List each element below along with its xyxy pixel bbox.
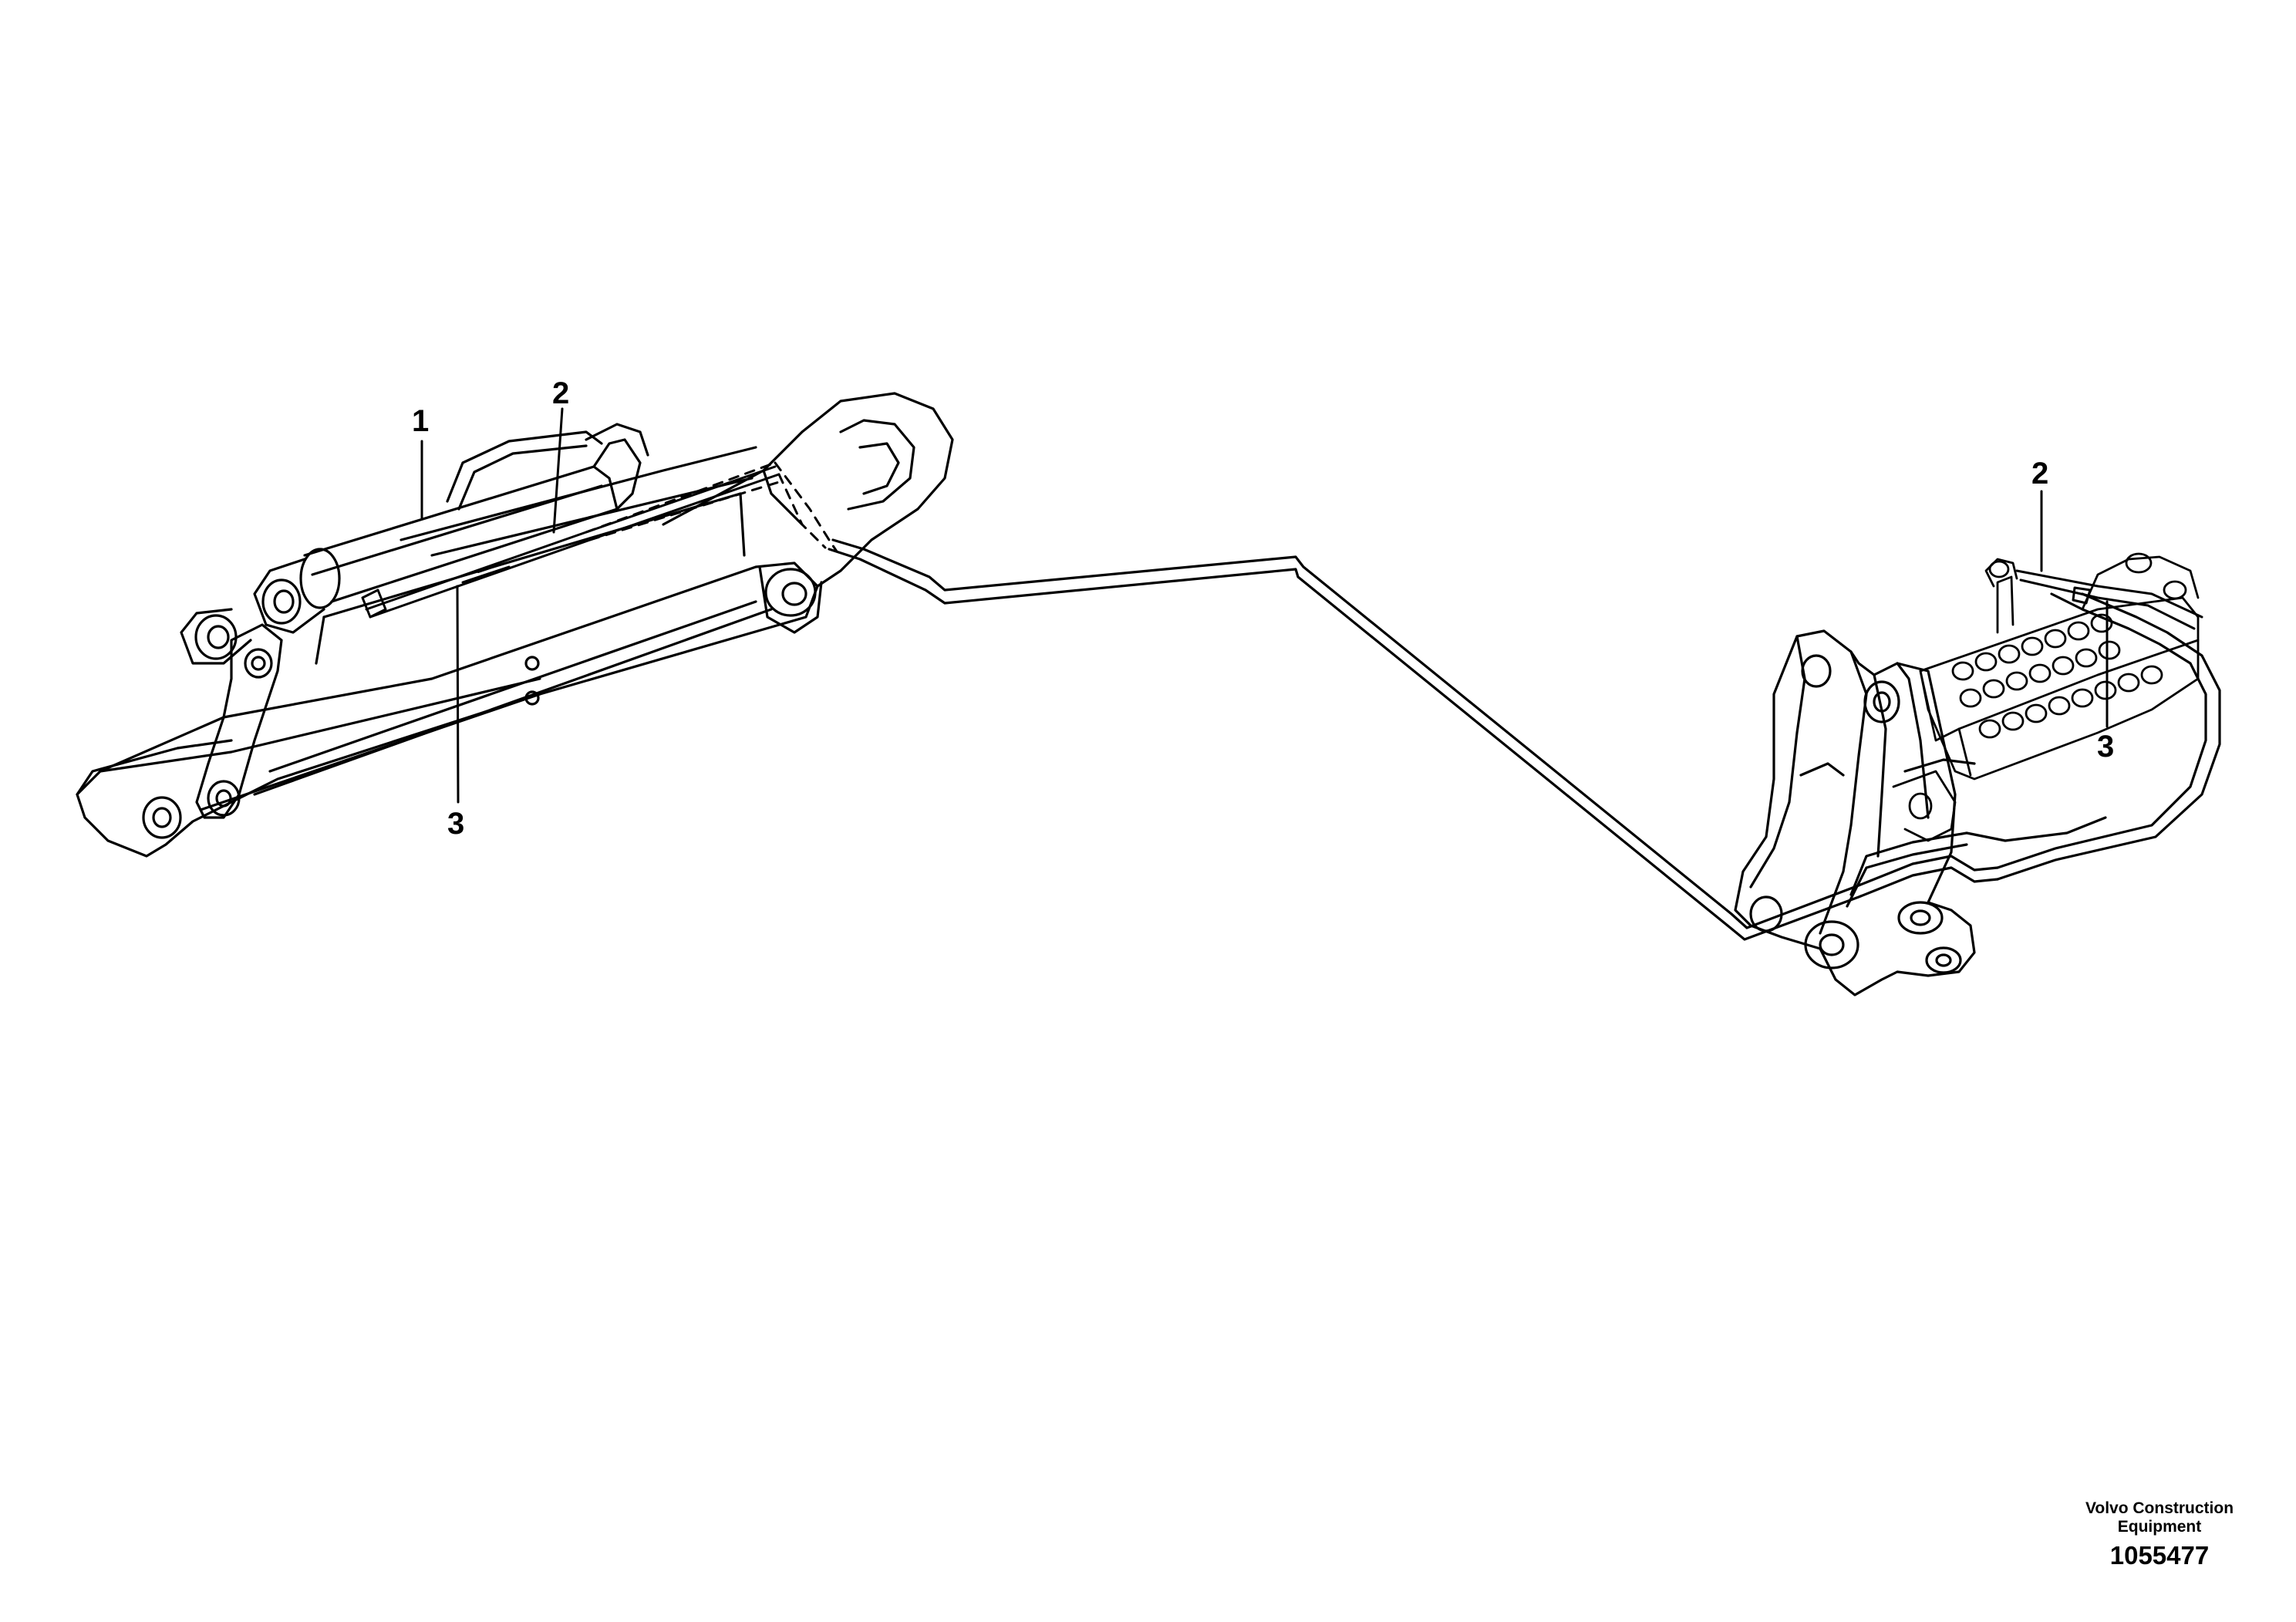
- hydraulic-cylinder: [180, 423, 649, 665]
- pipe-line: [828, 538, 2221, 941]
- part-number: 1055477: [2109, 1541, 2210, 1570]
- callout-2-right: 2: [2031, 457, 2049, 491]
- valve-spools: [1951, 613, 2163, 739]
- publisher-credit: Volvo Construction Equipment 1055477: [2082, 1499, 2237, 1570]
- callout-3-left: 3: [447, 807, 465, 841]
- hose-assembly-right: [2015, 569, 2203, 630]
- boom-arm: [76, 392, 954, 858]
- chassis-bracket: [1734, 629, 1976, 996]
- control-valve: [1892, 552, 2200, 842]
- hose-assembly-left: [361, 461, 838, 619]
- credit-line-1: Volvo Construction: [2085, 1499, 2234, 1517]
- leader-lines: [420, 407, 2109, 804]
- callout-1: 1: [412, 404, 430, 438]
- callout-2-left: 2: [552, 376, 570, 410]
- callout-3-right: 3: [2097, 730, 2115, 764]
- credit-line-2: Equipment: [2117, 1518, 2202, 1536]
